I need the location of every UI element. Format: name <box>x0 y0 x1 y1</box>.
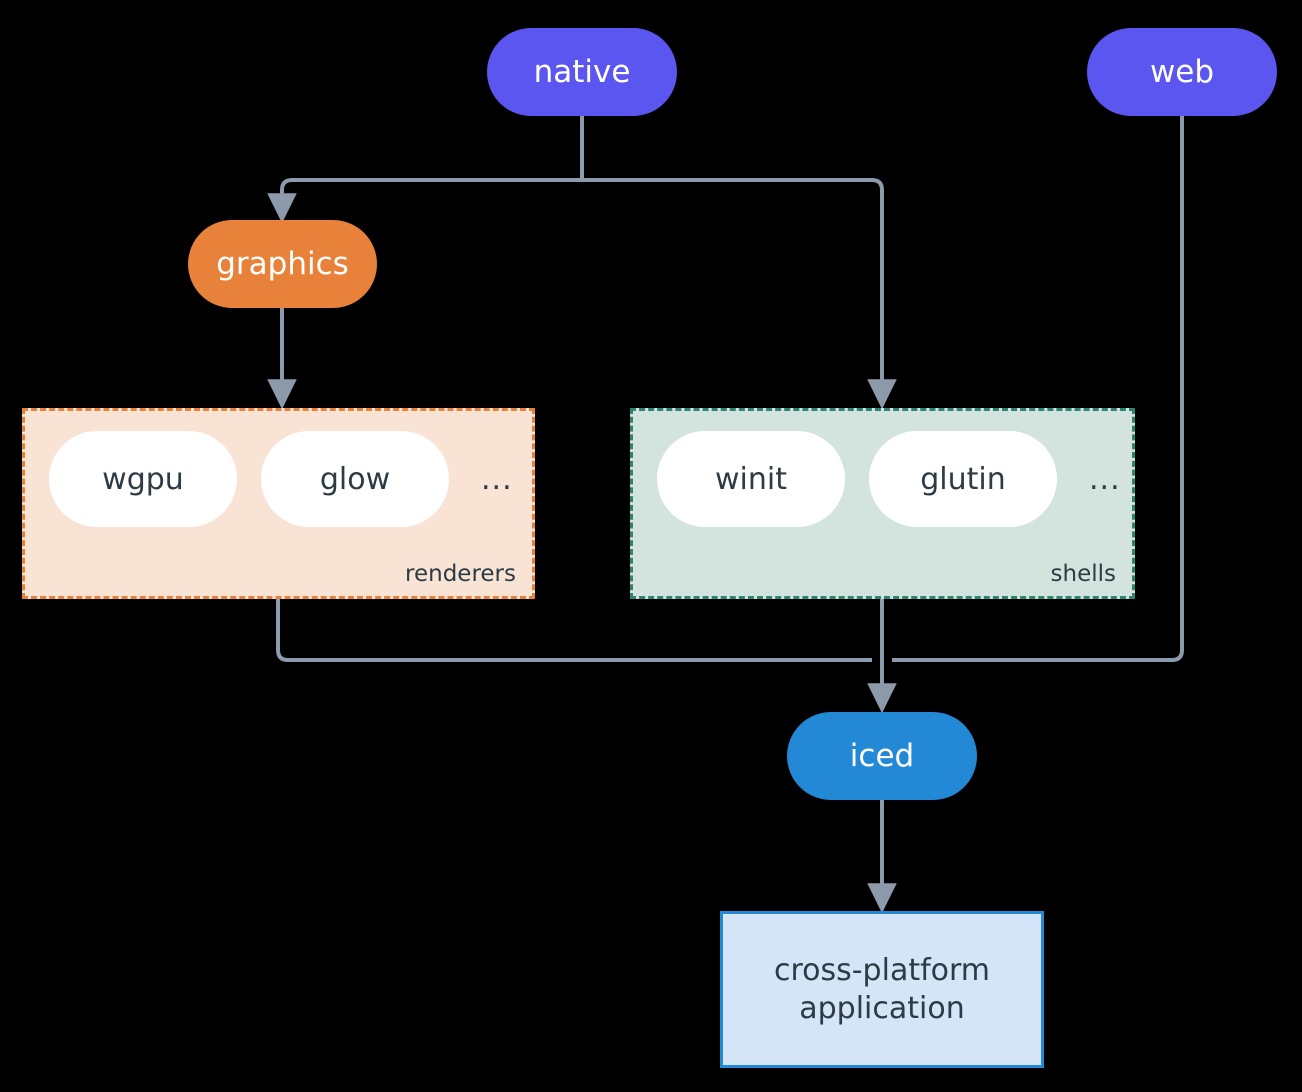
node-application[interactable]: cross-platform application <box>720 911 1044 1068</box>
group-renderers[interactable]: wgpu glow ... renderers <box>22 408 535 599</box>
chip-winit[interactable]: winit <box>657 431 845 527</box>
node-application-label: cross-platform application <box>773 953 991 1026</box>
shells-ellipsis: ... <box>1089 461 1121 497</box>
chip-glutin-label: glutin <box>920 461 1006 497</box>
node-iced-label: iced <box>849 737 915 774</box>
edge-native-to-graphics <box>267 178 582 224</box>
edge-renderers-to-iced <box>276 599 872 662</box>
node-graphics-label: graphics <box>216 245 349 282</box>
group-renderers-label: renderers <box>405 561 516 587</box>
chip-glow-label: glow <box>319 461 391 497</box>
group-shells-items: winit glutin ... <box>657 431 1121 527</box>
node-graphics[interactable]: graphics <box>188 220 377 308</box>
chip-winit-label: winit <box>715 461 787 497</box>
chip-glow[interactable]: glow <box>261 431 449 527</box>
chip-glutin[interactable]: glutin <box>869 431 1057 527</box>
edge-native-to-shells <box>582 178 897 410</box>
group-shells[interactable]: winit glutin ... shells <box>630 408 1135 599</box>
group-renderers-items: wgpu glow ... <box>49 431 513 527</box>
node-iced[interactable]: iced <box>787 712 977 800</box>
node-native[interactable]: native <box>487 28 677 116</box>
node-native-label: native <box>533 53 631 90</box>
node-web[interactable]: web <box>1087 28 1277 116</box>
chip-wgpu[interactable]: wgpu <box>49 431 237 527</box>
chip-wgpu-label: wgpu <box>102 461 184 497</box>
node-web-label: web <box>1149 53 1215 90</box>
group-shells-label: shells <box>1050 561 1116 587</box>
renderers-ellipsis: ... <box>481 461 513 497</box>
